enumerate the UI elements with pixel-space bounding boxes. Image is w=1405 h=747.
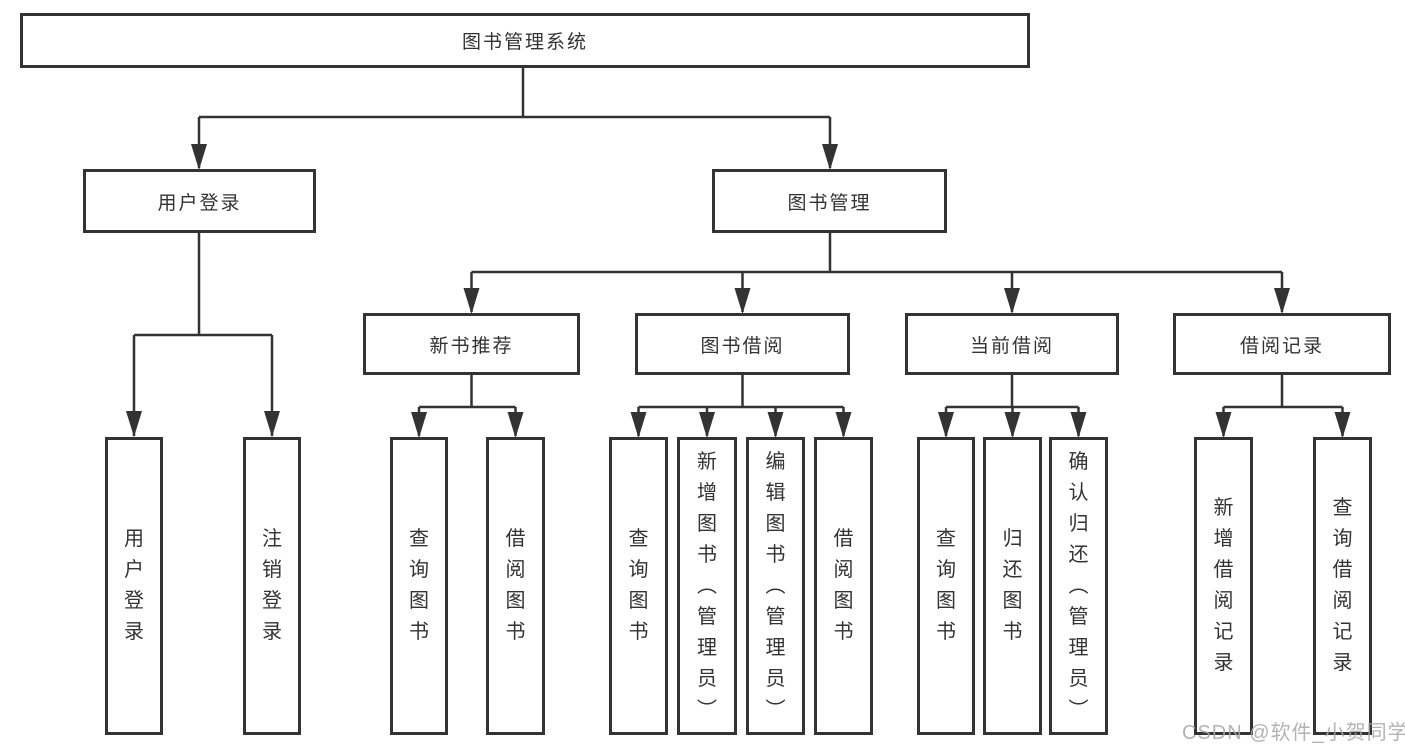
leaf-borrow-books: 借阅图书 xyxy=(814,437,873,735)
arrow-down-icon xyxy=(507,412,524,438)
leaf-add-borrow-record-label: 新增借阅记录 xyxy=(1213,497,1234,674)
node-book-management-label: 图书管理 xyxy=(787,192,872,214)
leaf-borrow-books-recommend-label: 借阅图书 xyxy=(505,528,526,643)
arrow-down-icon xyxy=(822,144,838,170)
node-book-management: 图书管理 xyxy=(712,169,947,233)
connector-paths xyxy=(132,68,1344,436)
leaf-return-books-label: 归还图书 xyxy=(1002,528,1023,643)
arrow-down-icon xyxy=(1334,412,1351,438)
node-new-book-recommend: 新书推荐 xyxy=(363,313,580,375)
leaf-query-books-borrow: 查询图书 xyxy=(609,437,668,735)
leaf-user-login-label: 用户登录 xyxy=(124,528,144,643)
arrow-down-icon xyxy=(191,144,207,170)
leaf-borrow-books-label: 借阅图书 xyxy=(833,528,854,643)
arrow-down-icon xyxy=(1215,412,1232,438)
arrow-down-icon xyxy=(463,288,480,314)
node-library-system: 图书管理系统 xyxy=(20,13,1030,68)
leaf-edit-book-admin: 编辑图书︵管理员︶ xyxy=(746,437,805,735)
leaf-borrow-books-recommend: 借阅图书 xyxy=(486,437,545,735)
arrow-down-icon xyxy=(1274,288,1290,314)
leaf-user-login: 用户登录 xyxy=(105,437,163,735)
arrow-down-icon xyxy=(734,288,751,314)
leaf-add-book-admin: 新增图书︵管理员︶ xyxy=(677,437,737,735)
leaf-query-books-current-label: 查询图书 xyxy=(936,528,956,643)
node-user-login-label: 用户登录 xyxy=(157,192,242,214)
leaf-logout: 注销登录 xyxy=(243,437,301,735)
leaf-add-book-admin-label: 新增图书︵管理员︶ xyxy=(697,450,717,721)
leaf-add-borrow-record: 新增借阅记录 xyxy=(1194,437,1253,735)
node-book-borrow: 图书借阅 xyxy=(635,313,850,375)
leaf-query-books-recommend: 查询图书 xyxy=(390,437,448,735)
node-current-borrow: 当前借阅 xyxy=(905,313,1119,375)
node-borrow-records: 借阅记录 xyxy=(1173,313,1391,375)
arrow-down-icon xyxy=(630,412,647,438)
leaf-query-borrow-record: 查询借阅记录 xyxy=(1313,437,1372,735)
leaf-confirm-return-admin: 确认归还︵管理员︶ xyxy=(1049,437,1108,735)
leaf-return-books: 归还图书 xyxy=(983,437,1042,735)
watermark: CSDN @软件_小贺同学 xyxy=(1182,722,1405,744)
arrow-down-icon xyxy=(938,412,954,438)
node-new-book-recommend-label: 新书推荐 xyxy=(429,335,514,357)
arrow-down-icon xyxy=(767,412,784,438)
arrow-down-icon xyxy=(264,411,280,437)
leaf-query-borrow-record-label: 查询借阅记录 xyxy=(1332,497,1353,674)
arrow-down-icon xyxy=(1070,412,1087,438)
node-book-borrow-label: 图书借阅 xyxy=(700,335,785,357)
arrow-down-icon xyxy=(411,412,427,438)
leaf-confirm-return-admin-label: 确认归还︵管理员︶ xyxy=(1068,450,1089,721)
arrow-down-icon xyxy=(1004,288,1020,314)
leaf-query-books-borrow-label: 查询图书 xyxy=(628,528,649,643)
leaf-query-books-recommend-label: 查询图书 xyxy=(409,528,429,643)
node-library-system-label: 图书管理系统 xyxy=(461,32,588,53)
leaf-edit-book-admin-label: 编辑图书︵管理员︶ xyxy=(765,450,786,721)
node-current-borrow-label: 当前借阅 xyxy=(969,335,1054,357)
leaf-logout-label: 注销登录 xyxy=(262,528,282,643)
arrow-down-icon xyxy=(835,412,852,438)
arrow-down-icon xyxy=(1004,412,1021,438)
leaf-query-books-current: 查询图书 xyxy=(917,437,975,735)
arrow-down-icon xyxy=(699,412,715,438)
node-borrow-records-label: 借阅记录 xyxy=(1239,335,1324,357)
arrow-down-icon xyxy=(126,411,142,437)
node-user-login: 用户登录 xyxy=(83,169,316,233)
